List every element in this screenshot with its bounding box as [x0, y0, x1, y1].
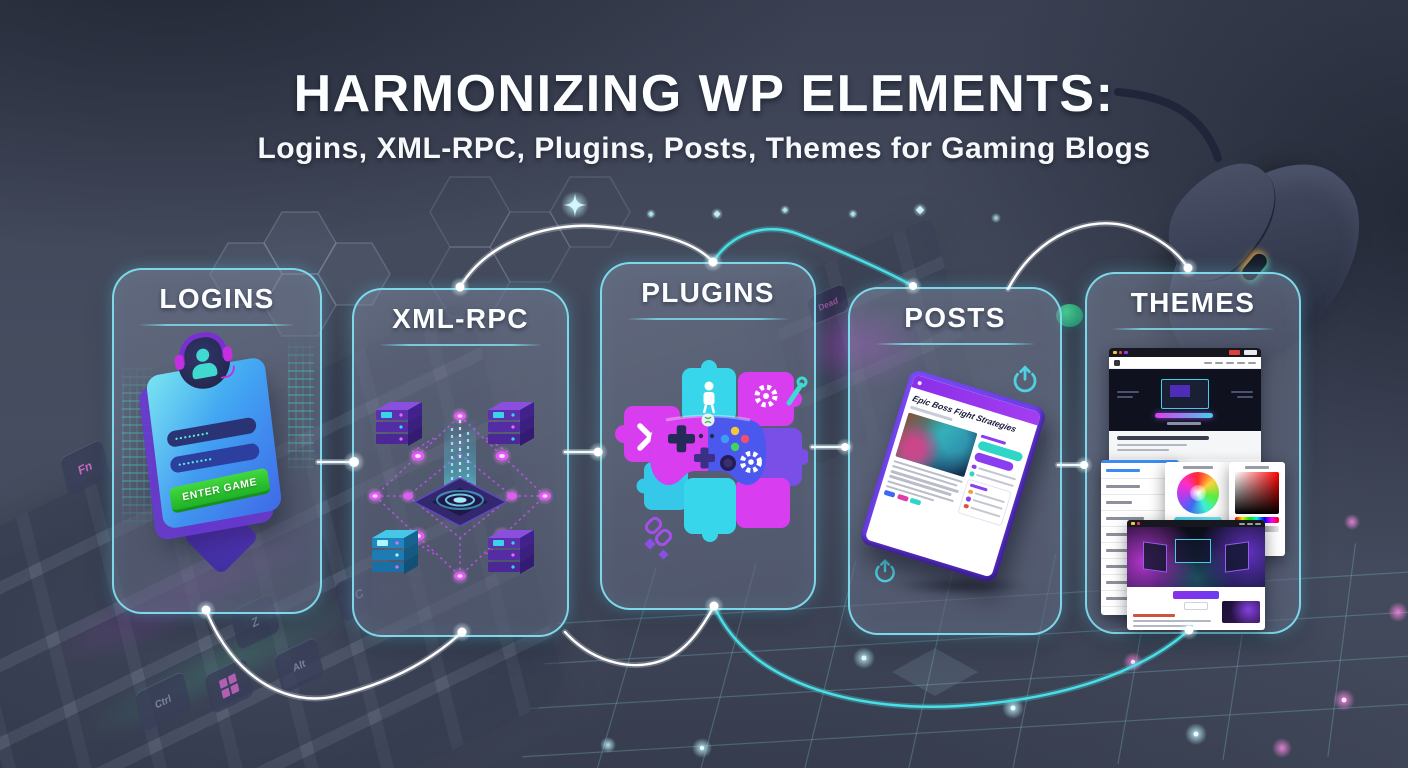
- avatar-torso: [191, 361, 218, 380]
- card-logins: LOGINS •••••••• •••••••• ENTER GAME: [112, 268, 322, 614]
- headset-earcup-right-icon: [222, 345, 234, 363]
- plugins-illustration: [602, 264, 814, 608]
- card-plugins: PLUGINS: [600, 262, 816, 610]
- card-themes-divider: [1113, 328, 1273, 330]
- themes-illustration: [1087, 274, 1299, 632]
- windows-logo-icon: [218, 673, 240, 699]
- content-section: [1109, 431, 1261, 460]
- password-field: ••••••••: [169, 442, 261, 474]
- tablet-screen: Epic Boss Fight Strategies: [864, 374, 1042, 578]
- publish-upload-icon-top: [1013, 365, 1037, 393]
- headset-earcup-left-icon: [174, 354, 185, 371]
- login-form-panel: •••••••• •••••••• ENTER GAME: [145, 328, 283, 530]
- theme-preview-window-bottom: [1127, 520, 1265, 630]
- site-logo: [1114, 359, 1120, 366]
- wrench-icon: [786, 376, 808, 406]
- card-logins-divider: [140, 324, 294, 326]
- gaming-room-image: [1127, 527, 1265, 587]
- theme-cta-button: [1173, 591, 1219, 599]
- footer-thumbnail: [1222, 600, 1260, 623]
- card-xml-rpc-title: XML-RPC: [392, 303, 529, 334]
- server-stack-bottom-left: [372, 530, 418, 574]
- floor-diamond: [892, 648, 978, 696]
- hero-monitor-graphic: [1161, 379, 1209, 409]
- page-title: HARMONIZING WP ELEMENTS:: [293, 65, 1115, 123]
- saturation-square: [1235, 471, 1279, 514]
- card-posts: POSTS Epic Boss Fight Strategies: [848, 287, 1062, 635]
- blog-logo-dot: [917, 380, 923, 386]
- hero-section-dark: [1109, 369, 1261, 431]
- login-illustration: •••••••• •••••••• ENTER GAME: [114, 270, 320, 612]
- cta-button-red: [1229, 350, 1240, 355]
- game-controller: [649, 413, 767, 485]
- enter-game-button[interactable]: ENTER GAME: [168, 467, 271, 514]
- card-themes: THEMES: [1085, 272, 1301, 634]
- card-posts-title: POSTS: [904, 302, 1006, 333]
- gear-icon-top: [754, 384, 778, 408]
- card-xml-rpc-divider: [380, 344, 541, 346]
- mouse-cable: [1114, 88, 1222, 162]
- action-buttons: [720, 426, 750, 452]
- sparkles: [561, 191, 1001, 223]
- color-wheel: [1177, 471, 1219, 514]
- server-stack-top-left: [376, 402, 422, 446]
- xbox-logo-icon: [701, 413, 715, 427]
- hue-slider: [1235, 516, 1279, 523]
- chain-link-icon: [644, 516, 673, 547]
- player-figure-icon: [702, 381, 716, 414]
- dpad-secondary: [694, 447, 715, 469]
- article-hero-image: [895, 411, 978, 477]
- hologram-platform: [412, 418, 508, 527]
- page-subtitle: Logins, XML-RPC, Plugins, Posts, Themes …: [257, 132, 1151, 165]
- server-stack-bottom-right: [488, 530, 534, 574]
- card-posts-divider: [876, 343, 1034, 345]
- green-glow-dot: [1056, 304, 1083, 327]
- browser-titlebar: [1109, 348, 1261, 357]
- posts-illustration: Epic Boss Fight Strategies: [850, 289, 1060, 633]
- blog-tablet: Epic Boss Fight Strategies: [858, 368, 1048, 584]
- code-rain-right: [288, 336, 314, 476]
- card-logins-title: LOGINS: [159, 283, 275, 314]
- theme-preview-window: [1109, 348, 1261, 480]
- gear-icon-controller: [740, 451, 762, 473]
- card-themes-title: THEMES: [1130, 287, 1256, 318]
- gamer-avatar-icon: [174, 328, 237, 393]
- card-plugins-divider: [628, 318, 788, 320]
- server-stack-top-right: [488, 402, 534, 446]
- dpad-icon: [668, 425, 695, 453]
- browser-titlebar-bottom: [1127, 520, 1265, 527]
- tablet-shadow: [890, 577, 1030, 595]
- xml-rpc-illustration: [354, 290, 567, 635]
- headset-mic-icon: [219, 365, 237, 379]
- publish-upload-icon-bottom: [875, 559, 895, 583]
- card-xml-rpc: XML-RPC: [352, 288, 569, 637]
- theme-secondary-button: [1184, 602, 1208, 610]
- cta-button-white: [1244, 350, 1257, 355]
- site-navbar: [1109, 357, 1261, 369]
- neon-text-line: [1155, 413, 1213, 418]
- username-field: ••••••••: [166, 416, 258, 449]
